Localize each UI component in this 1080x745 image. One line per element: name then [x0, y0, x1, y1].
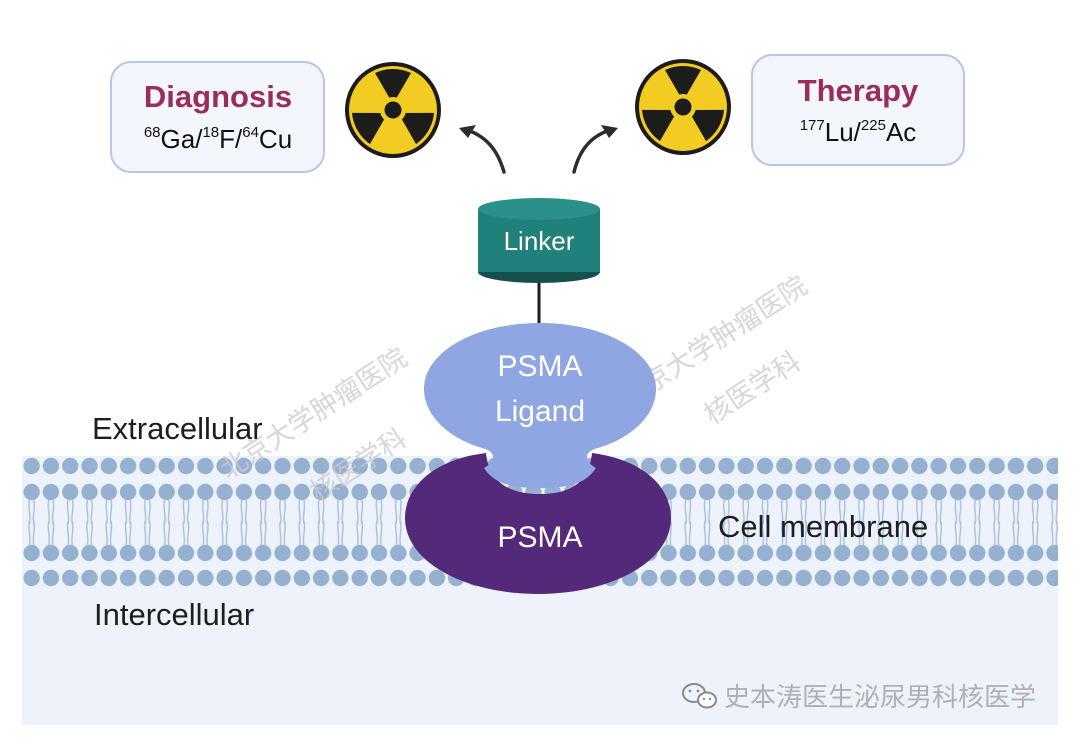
cell-membrane-label: Cell membrane — [718, 509, 928, 544]
isotope-mass: 177 — [800, 117, 825, 134]
therapy-isotopes: 177Lu/225Ac — [800, 117, 917, 147]
ligand-line2: Ligand — [495, 395, 585, 428]
diagnosis-isotopes: 68Ga/18F/64Cu — [144, 124, 292, 154]
linker-label: Linker — [504, 226, 575, 256]
isotope-symbol: Ac — [886, 117, 916, 147]
ligand-line1: PSMA — [497, 350, 582, 383]
linker-block: Linker — [478, 198, 600, 283]
psma-ligand: PSMA Ligand — [424, 323, 656, 488]
isotope-symbol: Cu — [259, 124, 292, 154]
footer-watermark-text: 史本涛医生泌尿男科核医学 — [724, 683, 1036, 713]
isotope-mass: 18 — [202, 124, 219, 141]
isotope-symbol: F/ — [219, 124, 243, 154]
psma-label: PSMA — [497, 521, 582, 554]
extracellular-label: Extracellular — [92, 411, 263, 446]
footer-watermark: 史本涛医生泌尿男科核医学 — [682, 683, 1036, 713]
therapy-box: Therapy 177Lu/225Ac — [751, 54, 965, 166]
isotope-mass: 64 — [242, 124, 259, 141]
isotope-mass: 68 — [144, 124, 161, 141]
arrow-icon — [572, 125, 618, 174]
intercellular-label: Intercellular — [94, 597, 254, 632]
isotope-symbol: Lu/ — [825, 117, 862, 147]
radiation-icon — [345, 62, 441, 158]
radiation-icon — [635, 59, 731, 155]
diagnosis-title: Diagnosis — [144, 79, 292, 114]
diagnosis-box: Diagnosis 68Ga/18F/64Cu — [110, 61, 325, 173]
therapy-title: Therapy — [798, 73, 919, 108]
isotope-symbol: Ga/ — [161, 124, 204, 154]
wechat-icon — [682, 683, 717, 709]
arrow-icon — [459, 125, 506, 174]
psma-receptor: PSMA — [405, 453, 671, 594]
isotope-mass: 225 — [861, 117, 886, 134]
